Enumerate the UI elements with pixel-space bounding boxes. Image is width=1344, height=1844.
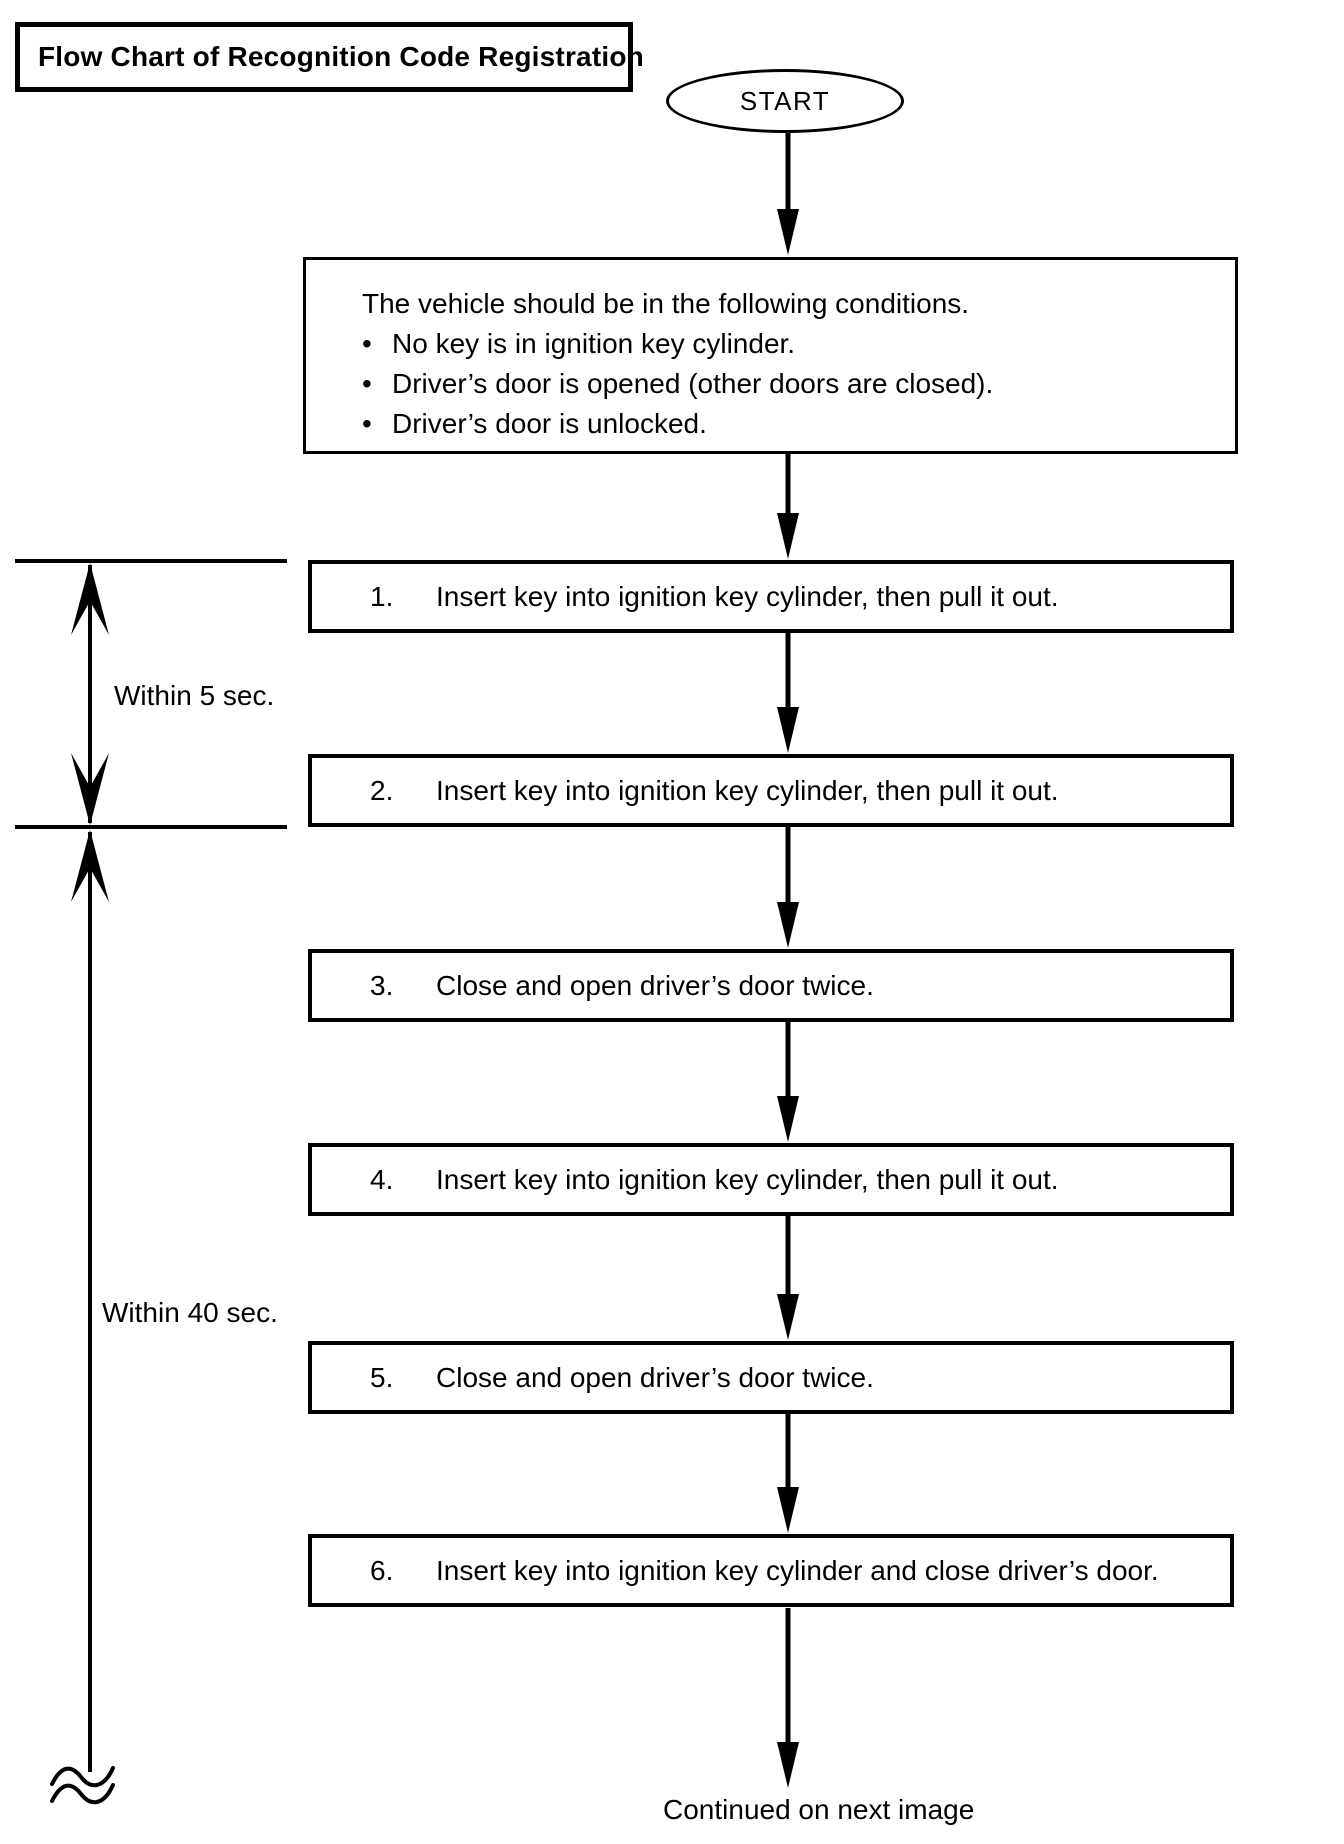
- step-number: 4.: [370, 1163, 394, 1195]
- bullet-icon: •: [362, 368, 372, 399]
- condition-item-text: Driver’s door is unlocked.: [392, 408, 707, 439]
- continued-label: Continued on next image: [663, 1794, 975, 1825]
- flow-arrow-step2-to-step3: [777, 827, 799, 948]
- conditions-intro: The vehicle should be in the following c…: [362, 288, 970, 319]
- step-text: Insert key into ignition key cylinder, t…: [436, 1163, 1059, 1195]
- step-text: Insert key into ignition key cylinder, t…: [436, 580, 1059, 612]
- step-box-1: 1. Insert key into ignition key cylinder…: [308, 560, 1234, 633]
- chart-title-box: Flow Chart of Recognition Code Registrat…: [15, 22, 644, 92]
- step-number: 2.: [370, 774, 394, 806]
- flow-arrow-step1-to-step2: [777, 633, 799, 753]
- start-label: START: [739, 85, 831, 116]
- conditions-box: The vehicle should be in the following c…: [303, 257, 1238, 454]
- timer-label-40sec: Within 40 sec.: [102, 1297, 278, 1328]
- condition-item-text: No key is in ignition key cylinder.: [392, 328, 796, 359]
- flow-arrow-step5-to-step6: [777, 1413, 799, 1533]
- flow-arrow-step6-to-continued: [777, 1608, 799, 1788]
- step-box-4: 4. Insert key into ignition key cylinder…: [308, 1143, 1234, 1216]
- flow-arrow-start-to-conditions: [777, 133, 799, 255]
- step-number: 5.: [370, 1361, 394, 1393]
- step-box-6: 6. Insert key into ignition key cylinder…: [308, 1534, 1234, 1607]
- condition-item: • No key is in ignition key cylinder.: [362, 324, 1225, 364]
- condition-item: • Driver’s door is opened (other doors a…: [362, 364, 1225, 404]
- condition-item-text: Driver’s door is opened (other doors are…: [392, 368, 994, 399]
- step-text: Insert key into ignition key cylinder, t…: [436, 774, 1059, 806]
- flow-arrow-step4-to-step5: [777, 1216, 799, 1340]
- bullet-icon: •: [362, 328, 372, 359]
- step-text: Close and open driver’s door twice.: [436, 969, 874, 1001]
- bullet-icon: •: [362, 408, 372, 439]
- break-symbol: [50, 1766, 115, 1805]
- step-box-5: 5. Close and open driver’s door twice.: [308, 1341, 1234, 1414]
- timer1-down-arrowhead: [71, 753, 109, 825]
- step-text: Close and open driver’s door twice.: [436, 1361, 874, 1393]
- timer2-up-arrowhead: [71, 830, 109, 902]
- step-box-2: 2. Insert key into ignition key cylinder…: [308, 754, 1234, 827]
- step-text: Insert key into ignition key cylinder an…: [436, 1554, 1159, 1586]
- chart-title: Flow Chart of Recognition Code Registrat…: [38, 41, 644, 72]
- timer1-up-arrowhead: [71, 563, 109, 635]
- timer-label-5sec: Within 5 sec.: [114, 680, 275, 711]
- flow-arrow-step3-to-step4: [777, 1022, 799, 1142]
- start-node: START: [666, 69, 904, 133]
- step-number: 6.: [370, 1554, 394, 1586]
- condition-item: • Driver’s door is unlocked.: [362, 404, 1225, 444]
- flow-arrow-conditions-to-step1: [777, 453, 799, 559]
- step-number: 1.: [370, 580, 394, 612]
- step-box-3: 3. Close and open driver’s door twice.: [308, 949, 1234, 1022]
- step-number: 3.: [370, 969, 394, 1001]
